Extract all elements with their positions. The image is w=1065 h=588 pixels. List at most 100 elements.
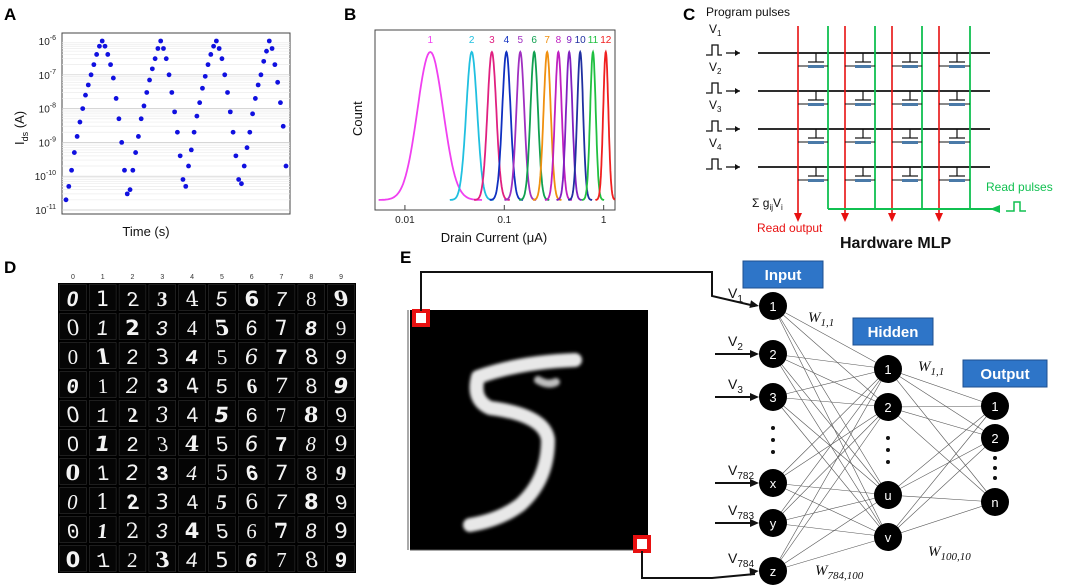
- c-program-pulse: [706, 44, 722, 56]
- d-digit: 8: [303, 547, 320, 572]
- d-digit: 4: [184, 347, 199, 371]
- d-digit-cell: [59, 371, 87, 398]
- a-data-point: [116, 116, 122, 122]
- d-digit: 1: [94, 344, 113, 369]
- e-input-arrowhead: [749, 567, 759, 576]
- a-data-point: [244, 145, 250, 151]
- a-data-point: [258, 72, 264, 78]
- d-digit: 1: [95, 317, 109, 340]
- d-digit: 0: [67, 433, 80, 456]
- c-transistor-channel: [808, 141, 824, 144]
- d-digit-cell: [178, 458, 206, 485]
- b-peak-label: 4: [504, 35, 510, 46]
- a-data-point: [191, 129, 197, 135]
- d-digit-cell: [118, 371, 147, 398]
- a-data-point: [278, 100, 283, 106]
- d-digit-cell: [89, 487, 117, 514]
- d-digit: 8: [304, 490, 319, 514]
- c-input-arrowhead: [735, 50, 740, 56]
- a-y-tick-label: 10-7: [39, 69, 56, 82]
- a-data-point: [227, 109, 233, 115]
- e-input-arrowhead: [749, 300, 759, 309]
- a-data-point: [113, 96, 119, 101]
- b-peak-label: 7: [544, 35, 550, 46]
- e-ellipsis-dot: [886, 448, 890, 452]
- b-peak-label: 6: [531, 35, 537, 46]
- c-v-label: V2: [709, 60, 722, 76]
- d-digit-cell: [178, 400, 206, 427]
- c-program-pulse: [706, 120, 722, 132]
- b-curve-3: [473, 50, 510, 201]
- d-digit-cell: [208, 545, 236, 572]
- d-digit: 5: [212, 402, 231, 427]
- a-data-point: [161, 46, 166, 51]
- panel-b-y-label: Count: [350, 101, 365, 136]
- a-data-point: [80, 106, 86, 111]
- d-digit: 8: [303, 402, 319, 427]
- c-input-arrowhead: [735, 126, 740, 132]
- e-v-label: V784: [728, 550, 754, 570]
- d-digit: 7: [274, 491, 289, 514]
- e-edge: [772, 406, 889, 572]
- e-ellipsis-dot: [771, 426, 775, 430]
- a-data-point: [97, 43, 102, 49]
- a-data-point: [94, 52, 100, 57]
- a-data-point: [99, 38, 105, 44]
- a-data-point: [233, 153, 239, 159]
- d-digit-cell: [118, 313, 147, 340]
- b-peak-label: 2: [469, 35, 475, 46]
- b-peak-label: 5: [518, 35, 524, 46]
- d-digit-cell: [118, 487, 147, 514]
- d-digit: 1: [96, 462, 110, 485]
- d-digit-cell: [118, 400, 147, 427]
- d-digit: 2: [126, 403, 139, 427]
- d-digit: 2: [126, 435, 139, 458]
- b-curve-5: [504, 50, 537, 201]
- d-digit-cell: [178, 516, 206, 543]
- panel-b-letter: B: [344, 5, 356, 24]
- b-curve-1: [378, 50, 483, 201]
- d-digit: 9: [334, 432, 347, 456]
- d-digit: 7: [274, 460, 289, 485]
- e-edge: [887, 437, 996, 538]
- output-badge-label: Output: [980, 366, 1029, 383]
- d-digit-cell: [267, 284, 296, 311]
- e-hidden-node: [874, 481, 902, 509]
- d-digit: 1: [96, 406, 110, 429]
- d-digit-cell: [148, 458, 176, 485]
- a-data-point: [152, 56, 158, 62]
- e-input-node-label: y: [770, 516, 777, 531]
- d-digit: 8: [303, 344, 320, 369]
- d-digit: 4: [185, 519, 200, 543]
- e-weight-label: W1,1: [918, 359, 944, 378]
- a-y-tick-label: 10-10: [35, 170, 56, 183]
- a-data-point: [133, 150, 139, 155]
- e-input-arrowhead: [750, 479, 759, 487]
- c-transistor-channel: [855, 179, 871, 182]
- e-input-node: [759, 509, 787, 537]
- a-data-point: [130, 167, 136, 173]
- d-digit: 7: [275, 435, 289, 458]
- d-digit: 1: [93, 431, 112, 456]
- a-data-point: [283, 163, 289, 169]
- a-data-point: [119, 140, 125, 145]
- panel-e: E V1V2V3V782V783V784123xyz12uv12nW1,1W1,…: [400, 248, 1048, 585]
- d-digit: 6: [245, 374, 258, 398]
- a-data-point: [194, 113, 200, 119]
- d-digit-cell: [118, 342, 147, 369]
- d-digit: 3: [155, 432, 169, 456]
- d-digit-cell: [267, 516, 296, 543]
- e-input-node: [759, 557, 787, 585]
- d-digit: 7: [276, 548, 287, 572]
- d-digit: 5: [215, 547, 230, 572]
- b-x-tick-label: 1: [601, 215, 607, 226]
- pixel-connector-bottom: [641, 551, 756, 579]
- e-edge: [772, 536, 889, 572]
- a-data-point: [266, 38, 272, 44]
- d-digit: 3: [156, 287, 168, 311]
- panel-e-network: V1V2V3V782V783V784123xyz12uv12nW1,1W1,1W…: [715, 285, 1009, 585]
